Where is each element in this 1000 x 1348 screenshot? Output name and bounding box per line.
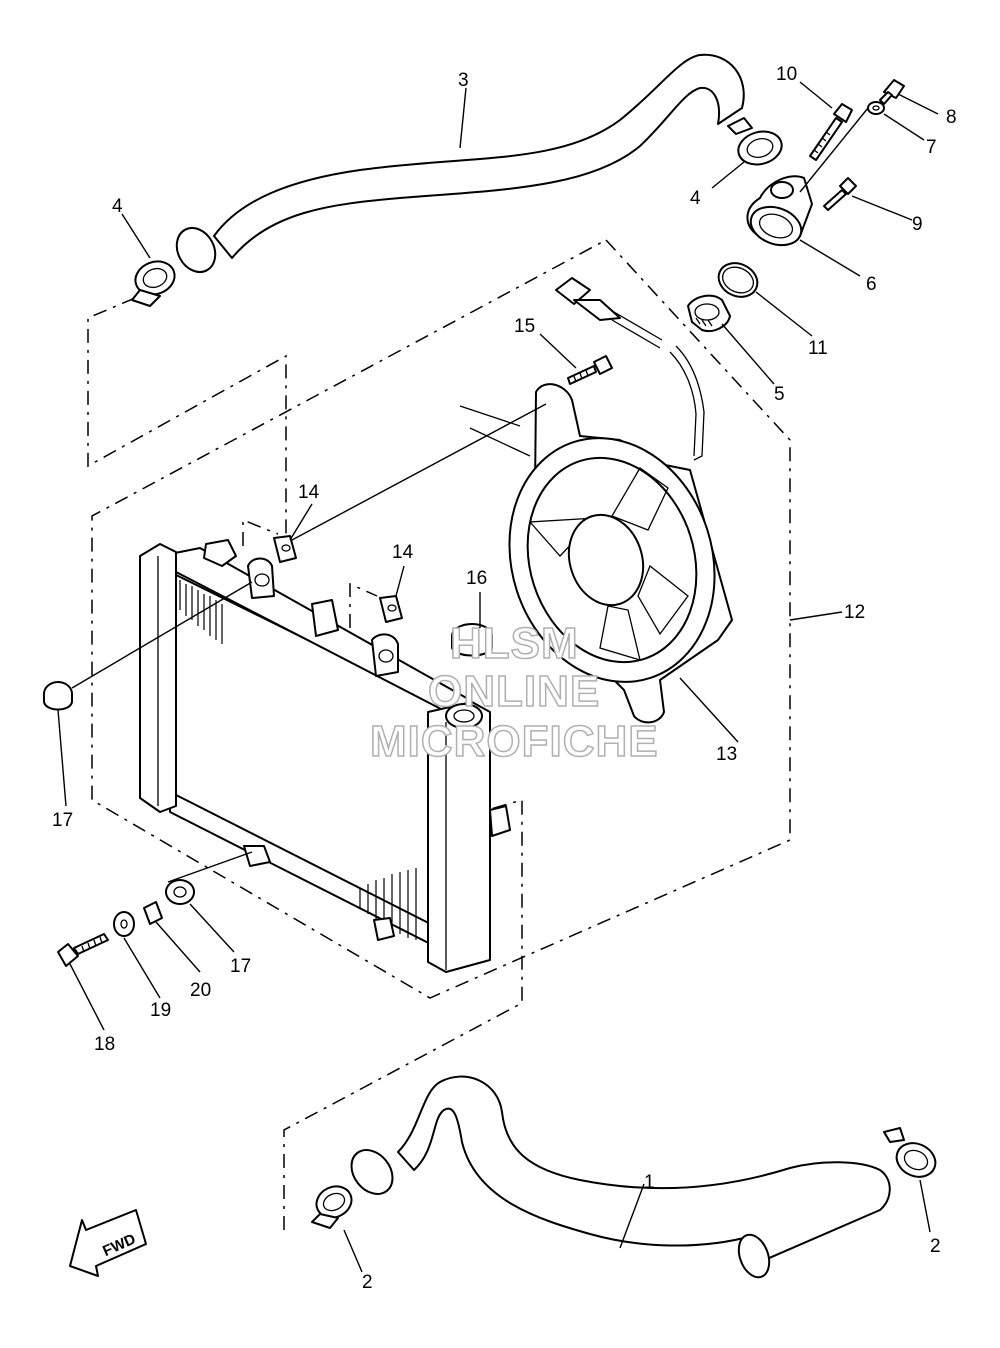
upper-radiator-hose (175, 53, 745, 273)
callout-2-right: 2 (930, 1236, 941, 1257)
clip-14-lower (379, 595, 403, 623)
bolt-18 (57, 933, 109, 967)
callout-10: 10 (776, 64, 797, 85)
reference-bracket-lower (283, 799, 523, 1230)
watermark: HLSM ONLINE MICROFICHE (369, 618, 659, 767)
callout-4-right: 4 (690, 188, 701, 209)
thermostat-5 (687, 294, 731, 332)
callout-3: 3 (458, 70, 469, 91)
assembly-connection-lines (71, 107, 869, 883)
lower-radiator-hose (350, 1075, 891, 1279)
callout-2-left: 2 (362, 1272, 373, 1293)
hose-clamp-upper-left (131, 260, 176, 307)
callout-18: 18 (94, 1034, 115, 1055)
watermark-line-2: ONLINE (428, 667, 600, 716)
clip-14-upper (273, 535, 297, 563)
watermark-line-1: HLSM (450, 619, 579, 668)
washer-19 (113, 911, 135, 937)
assembly-boundary-dashed (91, 239, 791, 999)
thermostat-housing-6 (746, 175, 813, 247)
callout-5: 5 (774, 384, 785, 405)
cooling-fan-assembly (459, 383, 733, 724)
bolt-9 (823, 177, 857, 211)
grommet-17-lower (165, 879, 195, 905)
radiator-core (139, 539, 511, 973)
fwd-direction-arrow: FWD (69, 1209, 147, 1277)
callout-9: 9 (912, 214, 923, 235)
callout-20: 20 (190, 980, 211, 1001)
callout-leaders (57, 81, 939, 1273)
grommet-17-upper (43, 681, 73, 711)
callout-7: 7 (926, 137, 937, 158)
callout-14-lower: 14 (392, 542, 414, 563)
callout-19: 19 (150, 1000, 171, 1021)
fan-wire-connector (555, 277, 705, 461)
reference-bracket-upper (87, 297, 287, 548)
bolt-8 (879, 79, 905, 105)
callout-numbers: 1 2 2 3 4 4 5 6 7 8 9 10 11 12 13 14 14 … (52, 64, 957, 1293)
collar-20 (143, 901, 163, 925)
callout-14-upper: 14 (298, 482, 320, 503)
bolt-10 (809, 103, 853, 161)
callout-15: 15 (514, 316, 535, 337)
callout-1: 1 (644, 1172, 655, 1193)
callout-12: 12 (844, 602, 865, 623)
callout-11: 11 (808, 338, 828, 359)
callout-17-upper: 17 (52, 810, 73, 831)
callout-6: 6 (866, 274, 877, 295)
hose-clamp-upper-right (727, 117, 783, 166)
hose-clamp-lower-left (311, 1185, 353, 1229)
watermark-line-3: MICROFICHE (370, 717, 659, 766)
callout-17-lower: 17 (230, 956, 251, 977)
reference-bracket-stay (242, 518, 279, 546)
callout-8: 8 (946, 107, 957, 128)
callout-16: 16 (466, 568, 487, 589)
radiator-cap-16 (445, 623, 493, 729)
hose-clamp-lower-right (883, 1127, 937, 1178)
bolt-15 (567, 355, 613, 385)
o-ring-11 (717, 262, 759, 298)
washer-7 (867, 101, 885, 115)
callout-4-left: 4 (112, 196, 123, 217)
callout-13: 13 (716, 744, 737, 765)
reference-bracket-mid (349, 582, 378, 628)
